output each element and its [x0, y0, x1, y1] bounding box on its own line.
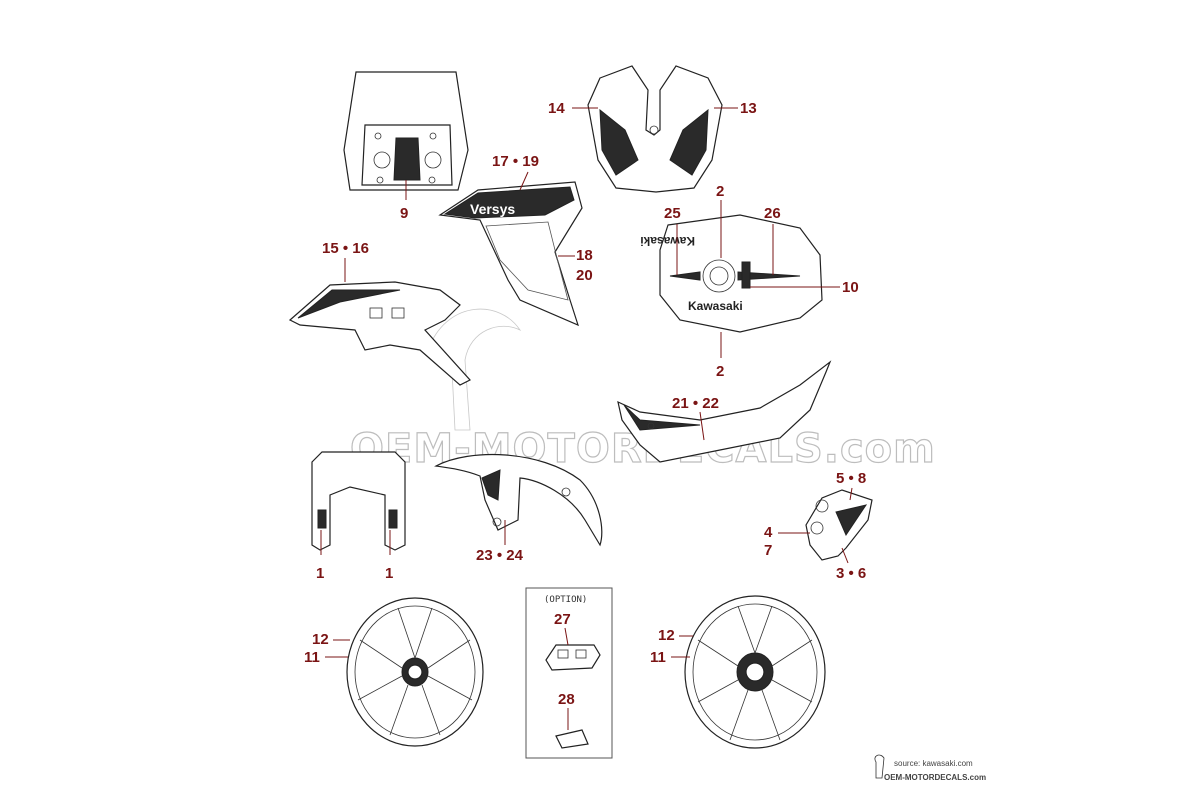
front-wheel-part: [346, 597, 484, 747]
callout-20: 20: [576, 267, 593, 284]
callout-26: 26: [764, 205, 781, 222]
shroud-decal-text: Versys: [470, 201, 515, 217]
option-box-label: (OPTION): [544, 595, 587, 605]
callout-14: 14: [548, 100, 565, 117]
callout-18: 18: [576, 247, 593, 264]
callout-13: 13: [740, 100, 757, 117]
tank-decal-top: Kawasaki: [640, 234, 695, 248]
callout-5-8: 5 • 8: [836, 470, 866, 487]
callout-9: 9: [400, 205, 408, 222]
windscreen-part: [343, 71, 469, 191]
callout-10: 10: [842, 279, 859, 296]
callout-17-19: 17 • 19: [492, 153, 539, 170]
callout-2-bottom: 2: [716, 363, 724, 380]
callout-12-right: 12: [658, 627, 675, 644]
side-panel-part: [288, 281, 471, 386]
callout-12-left: 12: [312, 631, 329, 648]
tank-decal-bottom: Kawasaki: [688, 299, 743, 313]
tank-cover-part: Kawasaki Kawasaki: [640, 214, 823, 333]
callout-1-left: 1: [316, 565, 324, 582]
side-shroud-part: Versys: [438, 181, 583, 327]
footer: source: kawasaki.com OEM-MOTORDECALS.com: [874, 754, 986, 782]
callout-28: 28: [558, 691, 575, 708]
rear-wheel-part: [684, 595, 826, 749]
option-box: (OPTION): [525, 587, 613, 759]
inner-panel-part: [311, 451, 406, 551]
callout-23-24: 23 • 24: [476, 547, 524, 564]
callout-27: 27: [554, 611, 571, 628]
tail-cowl-part: [617, 360, 832, 463]
footer-logo: [874, 754, 885, 779]
callout-2-top: 2: [716, 183, 724, 200]
callout-4: 4: [764, 524, 773, 541]
footer-site: OEM-MOTORDECALS.com: [884, 773, 986, 782]
callout-25: 25: [664, 205, 681, 222]
callout-11-right: 11: [650, 649, 666, 666]
front-fender-part: [434, 453, 603, 547]
callout-3-6: 3 • 6: [836, 565, 866, 582]
callout-7: 7: [764, 542, 772, 559]
callout-21-22: 21 • 22: [672, 395, 719, 412]
callout-11-left: 11: [304, 649, 320, 666]
callout-15-16: 15 • 16: [322, 240, 369, 257]
callout-1-right: 1: [385, 565, 393, 582]
front-cowl-part: [587, 65, 723, 193]
footer-source: source: kawasaki.com: [894, 759, 973, 768]
bracket-part: [805, 489, 873, 561]
